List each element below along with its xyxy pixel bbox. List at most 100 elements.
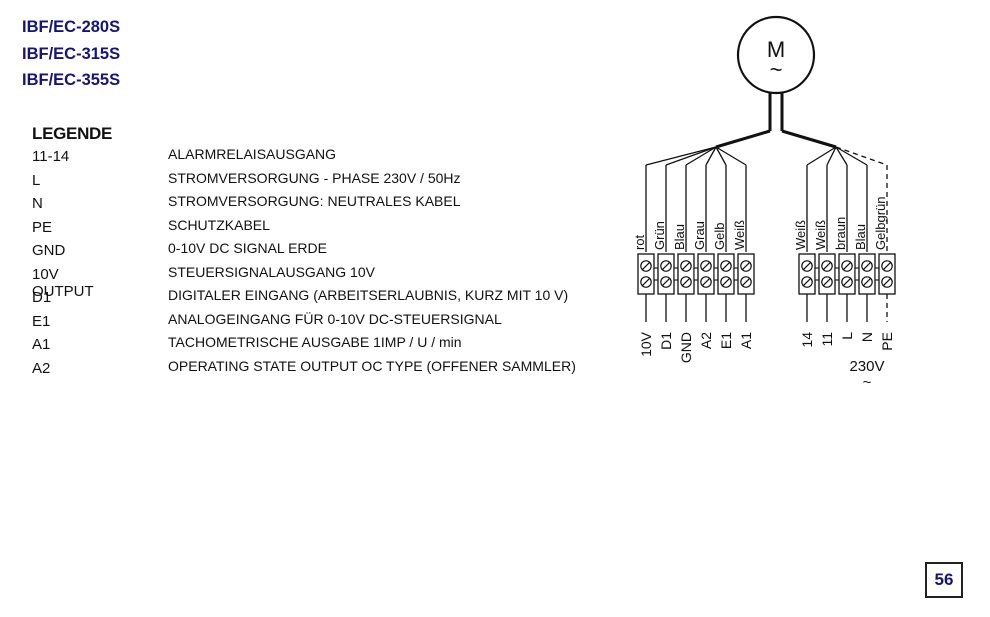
terminal-label: L: [839, 332, 855, 340]
model-list: IBF/EC-280S IBF/EC-315S IBF/EC-355S: [22, 14, 120, 94]
legend-description: ALARMRELAISAUSGANG: [168, 146, 337, 162]
terminal-block: [677, 253, 695, 295]
wire-color-label: Weiß: [732, 220, 747, 250]
terminal-block: [838, 253, 856, 295]
terminal-block: [818, 253, 836, 295]
wires: rot10VGrünD1BlauGNDGrauA2GelbE1WeißA1Wei…: [632, 146, 896, 363]
legend-code: 11-14: [32, 148, 70, 165]
wire-fan: [645, 146, 717, 166]
legend-row: A2 OPERATING STATE OUTPUT OC TYPE (OFFENE…: [32, 358, 576, 382]
terminal-block: [858, 253, 876, 295]
wire-fan: [835, 146, 868, 166]
screw-slot: [741, 261, 751, 271]
legend-description: OPERATING STATE OUTPUT OC TYPE (OFFENER …: [168, 357, 576, 374]
cable-line: [715, 129, 771, 149]
legend-description: SCHUTZKABEL: [168, 216, 270, 233]
page-number: 56: [934, 570, 954, 589]
terminal-label: 14: [799, 332, 815, 348]
wire-fan: [835, 146, 888, 166]
terminal-label: GND: [678, 332, 694, 363]
legend-code: E1: [32, 312, 51, 330]
screw-slot: [862, 277, 872, 287]
legend-row: 11-14 ALARMRELAISAUSGANG: [32, 146, 336, 170]
wire-color-label: Blau: [672, 224, 687, 250]
legend-code: D1: [32, 289, 52, 306]
motor-ac-symbol: ~: [770, 57, 783, 82]
screw-slot: [641, 261, 651, 271]
screw-slot: [721, 261, 731, 271]
terminal-label: PE: [879, 332, 895, 351]
screw-slot: [721, 277, 731, 287]
legend-row: D1 DIGITALER EINGANG (ARBEITSERLAUBNIS, K…: [32, 287, 568, 311]
model-name: IBF/EC-315S: [22, 44, 121, 63]
screw-slot: [842, 277, 852, 287]
model-name: IBF/EC-280S: [22, 18, 121, 36]
terminal-label: A1: [738, 332, 754, 349]
wire-color-label: Blau: [853, 224, 868, 250]
legend-row: PE SCHUTZKABEL: [32, 217, 270, 241]
legend-code: A2: [32, 359, 51, 377]
legend-code: GND: [32, 242, 66, 259]
terminal-block: [657, 253, 675, 295]
screw-slot: [822, 261, 832, 271]
wire-color-label: Gelbgrün: [873, 197, 888, 250]
legend-description: TACHOMETRISCHE AUSGABE 1IMP / U / min: [168, 334, 462, 350]
screw-slot: [802, 261, 812, 271]
supply-voltage: 230V: [849, 358, 884, 375]
screw-slot: [661, 261, 671, 271]
terminal-label: 11: [819, 332, 835, 347]
screw-slot: [822, 277, 832, 287]
legend-code: N: [32, 195, 43, 212]
wire-fan: [665, 146, 717, 166]
terminal-label: A2: [698, 332, 714, 349]
screw-slot: [862, 261, 872, 271]
wire-color-label: Gelb: [712, 223, 727, 250]
wire-color-label: Weiß: [793, 220, 808, 250]
motor-letter: M: [767, 37, 785, 62]
screw-slot: [701, 261, 711, 271]
motor-symbol: M ~: [736, 15, 816, 95]
legend-row: GND 0-10V DC SIGNAL ERDE: [32, 240, 327, 264]
terminal-block: [697, 253, 715, 295]
wire-color-label: Weiß: [813, 220, 828, 250]
screw-slot: [882, 261, 892, 271]
wire-fan: [685, 146, 717, 166]
terminal-block: [637, 253, 655, 295]
legend-code: 10V OUTPUT: [32, 265, 94, 300]
screw-slot: [842, 261, 852, 271]
cable-line: [781, 129, 837, 149]
motor-circle: [736, 15, 816, 95]
terminal-label: 10V: [638, 331, 654, 357]
legend-description: STROMVERSORGUNG: NEUTRALES KABEL: [168, 193, 461, 209]
terminal-block: [737, 253, 755, 295]
screw-slot: [641, 277, 651, 287]
screw-slot: [701, 277, 711, 287]
legend-code: A1: [32, 336, 51, 353]
legend-row: N STROMVERSORGUNG: NEUTRALES KABEL: [32, 193, 461, 217]
legend-row: A1 TACHOMETRISCHE AUSGABE 1IMP / U / min: [32, 334, 462, 358]
legend-code: PE: [32, 218, 53, 236]
supply-label: 230V ~: [849, 358, 884, 391]
wire-color-label: Grün: [652, 221, 667, 250]
legend-row: L STROMVERSORGUNG - PHASE 230V / 50Hz: [32, 170, 461, 194]
legend-description: STROMVERSORGUNG - PHASE 230V / 50Hz: [168, 169, 461, 186]
wire-color-label: braun: [833, 217, 848, 250]
screw-slot: [741, 277, 751, 287]
terminal-label: N: [859, 332, 875, 342]
wire-fan: [835, 146, 848, 166]
screw-slot: [802, 277, 812, 287]
wire-color-label: Grau: [692, 221, 707, 250]
motor-cable: [715, 93, 837, 149]
terminal-block: [878, 253, 896, 295]
legend-description: 0-10V DC SIGNAL ERDE: [168, 240, 327, 256]
supply-ac-symbol: ~: [863, 374, 872, 391]
terminal-label: E1: [718, 332, 734, 349]
legend-code: L: [32, 171, 41, 189]
screw-slot: [882, 277, 892, 287]
page-number-box: 56: [925, 562, 963, 598]
legend-description: DIGITALER EINGANG (ARBEITSERLAUBNIS, KUR…: [168, 287, 569, 303]
terminal-block: [717, 253, 735, 295]
wire-color-label: rot: [632, 234, 647, 250]
